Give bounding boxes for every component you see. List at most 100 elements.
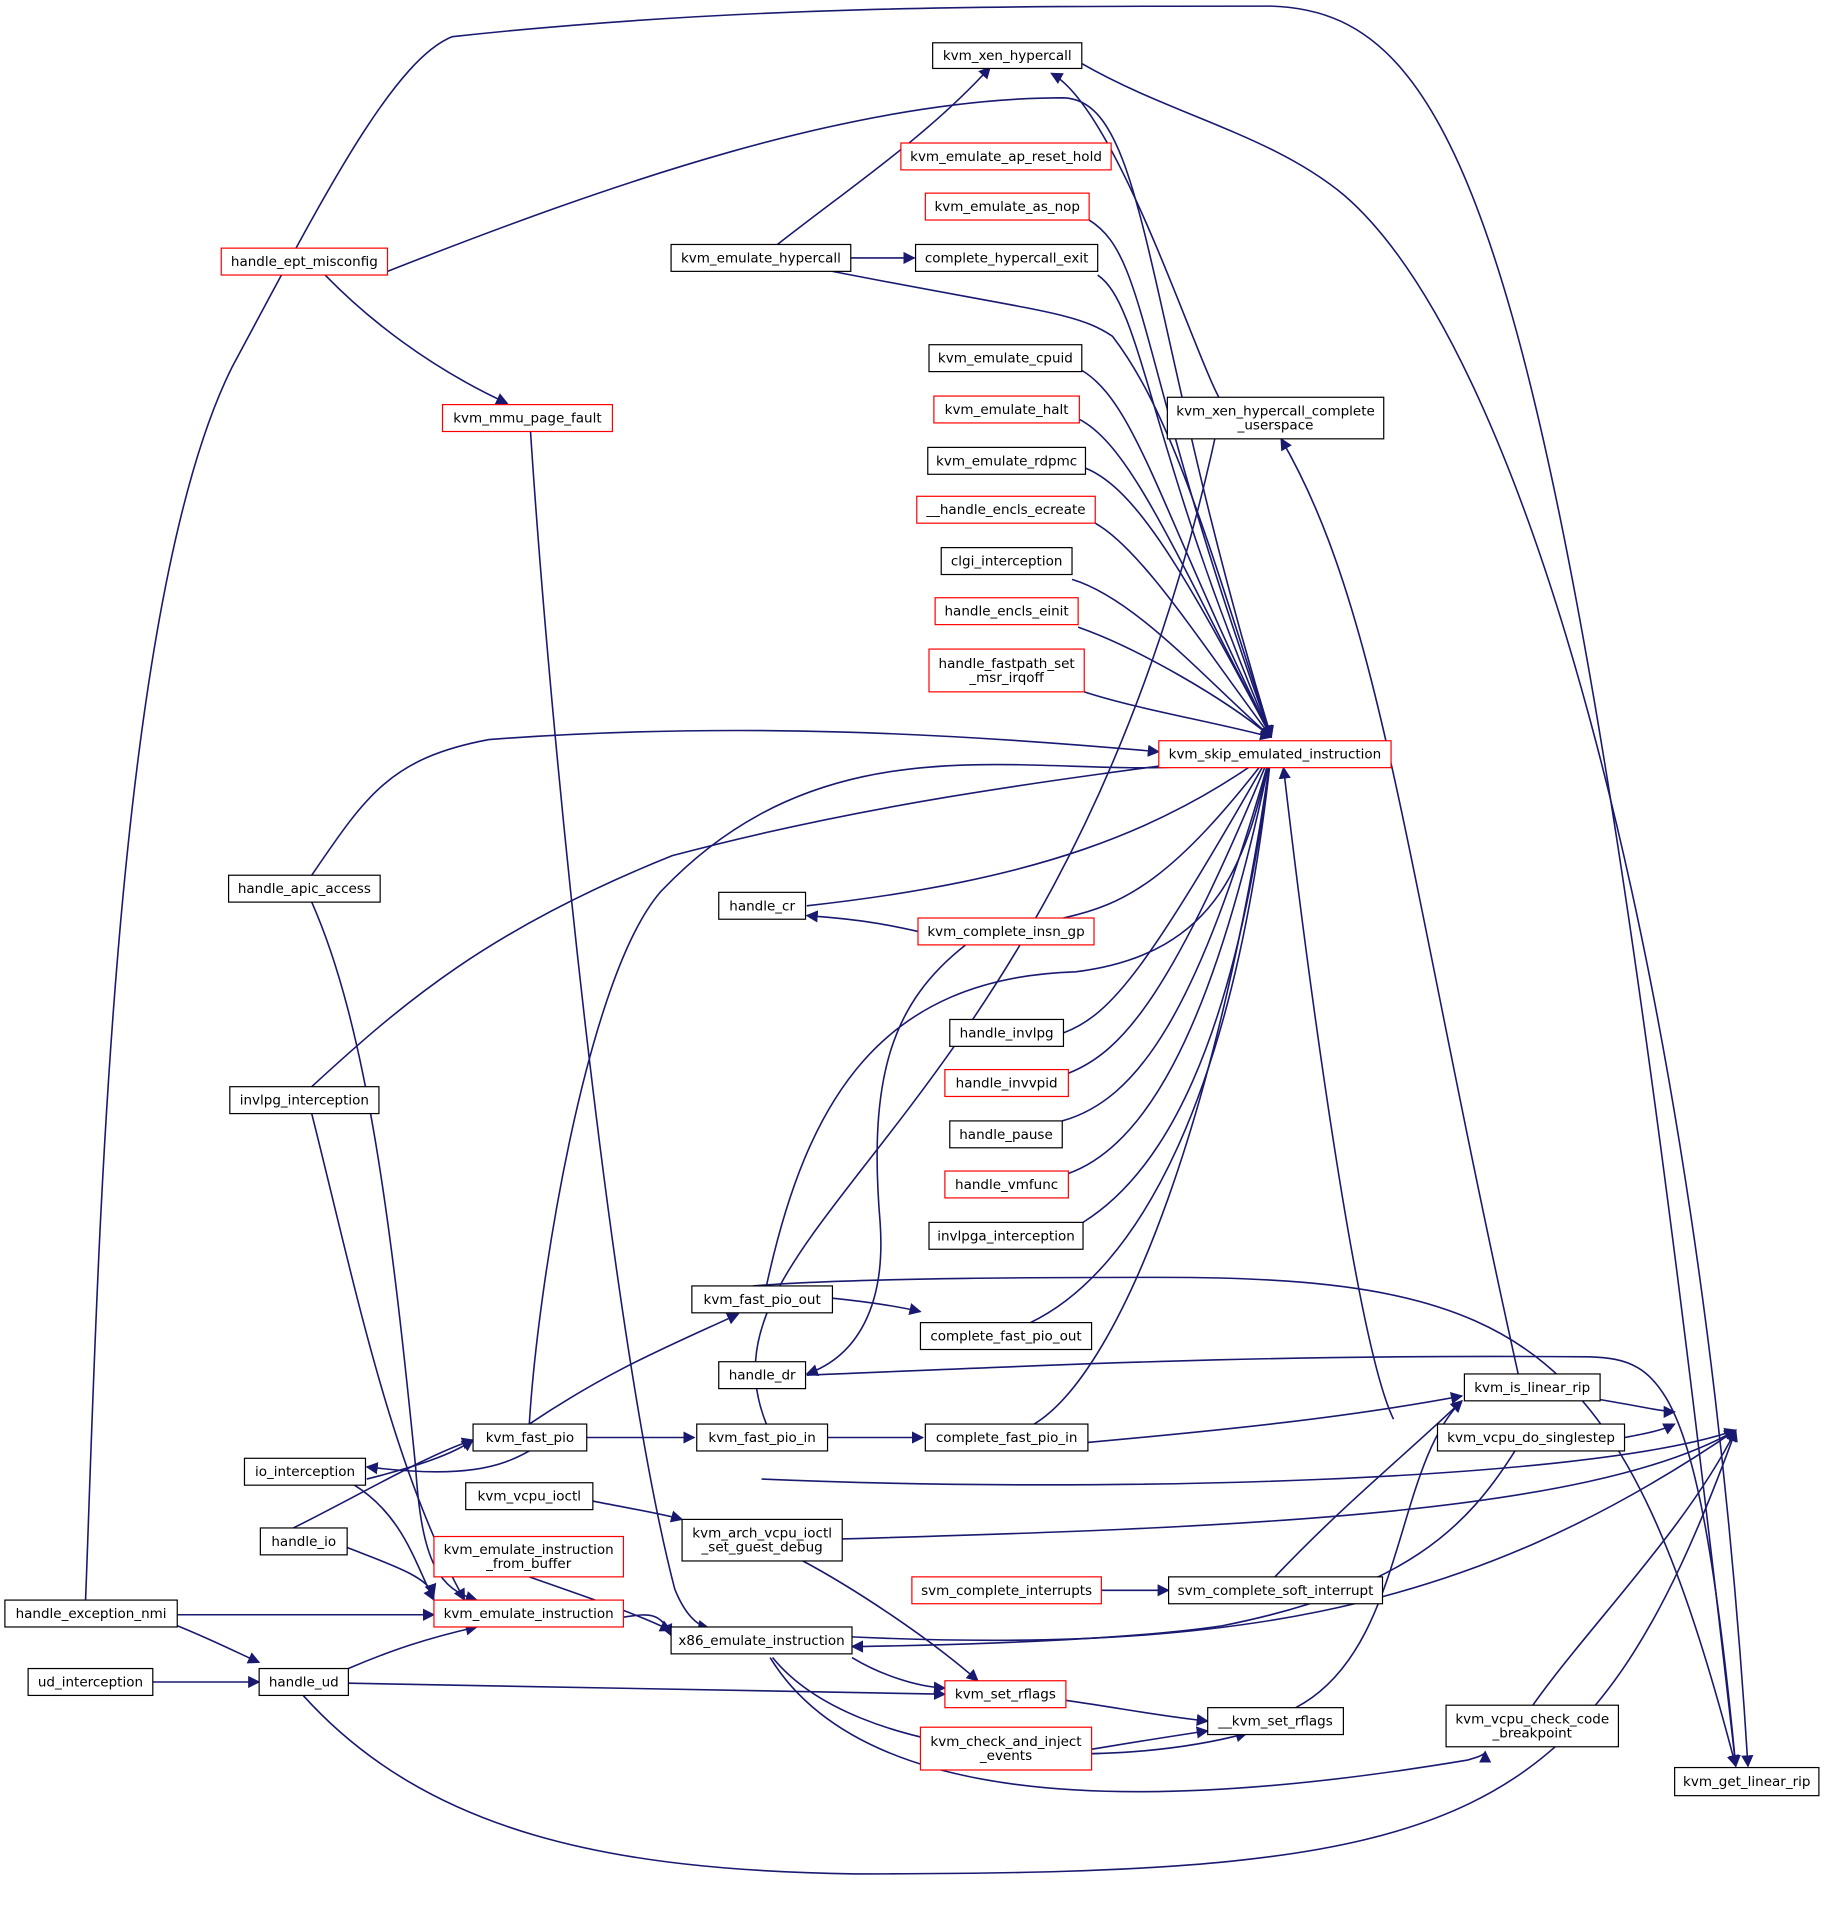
node-fastpath-msr[interactable]: handle_fastpath_set_msr_irqoff [928,648,1085,693]
node-handle-ud[interactable]: handle_ud [258,1667,349,1697]
call-edge [765,750,1275,1287]
node-handle-ept-misconfig[interactable]: handle_ept_misconfig [220,247,389,276]
node-check-code-bp[interactable]: kvm_vcpu_check_code_breakpoint [1445,1704,1620,1748]
node-label: handle_exception_nmi [16,1606,167,1622]
node-fast-pio-in[interactable]: kvm_fast_pio_in [696,1423,829,1452]
node-handle-dr[interactable]: handle_dr [718,1361,807,1390]
node-label: handle_fastpath_set [939,656,1075,672]
node---set-rflags[interactable]: __kvm_set_rflags [1207,1707,1344,1736]
node-label: svm_complete_interrupts [921,1583,1092,1599]
node-clgi[interactable]: clgi_interception [940,547,1073,576]
call-edge [832,1297,922,1316]
node-root[interactable]: kvm_get_linear_rip [1674,1766,1820,1797]
node-box [681,1518,843,1562]
node-label: io_interception [255,1464,355,1480]
call-edge [324,274,509,405]
call-edge [805,944,967,1377]
node-emu-halt[interactable]: kvm_emulate_halt [933,395,1080,424]
node-box [940,547,1073,576]
node-box [243,1457,367,1486]
node-mmu-page-fault[interactable]: kvm_mmu_page_fault [441,404,614,433]
node-handle-invvpid[interactable]: handle_invvpid [944,1068,1069,1098]
node-emu-as-nop[interactable]: kvm_emulate_as_nop [924,192,1090,221]
node-box [932,42,1083,70]
call-edge [311,729,1161,876]
call-edge [1068,750,1276,1175]
node-vcpu-ioctl[interactable]: kvm_vcpu_ioctl [465,1482,594,1511]
node-box [900,142,1112,171]
node-invlpg-interception[interactable]: invlpg_interception [229,1086,380,1115]
node-handle-cr[interactable]: handle_cr [718,891,807,920]
node-emu-rdpmc[interactable]: kvm_emulate_rdpmc [927,446,1087,475]
node-complete-insn-gp[interactable]: kvm_complete_insn_gp [917,917,1095,946]
node-label: _set_guest_debug [701,1540,823,1556]
node-handle-apic-access[interactable]: handle_apic_access [227,874,381,903]
node-encls-ecreate[interactable]: __handle_encls_ecreate [916,495,1096,524]
node-complete-fast-pio-in[interactable]: complete_fast_pio_in [924,1423,1089,1452]
node-box [917,917,1095,946]
node-box [227,874,381,903]
call-edge [1081,62,1754,1768]
call-edge [1278,766,1395,1420]
call-edge [1274,1399,1463,1578]
call-edge [310,1113,466,1602]
node-box [1158,740,1392,769]
node-handle-pause[interactable]: handle_pause [949,1120,1063,1149]
node-set-rflags[interactable]: kvm_set_rflags [944,1680,1067,1709]
node-label: kvm_xen_hypercall_complete [1176,404,1375,420]
call-edge [754,72,1224,1425]
node-is-linear-rip[interactable]: kvm_is_linear_rip [1463,1373,1601,1402]
node-box [933,395,1080,424]
node-label: kvm_vcpu_do_singlestep [1447,1430,1615,1446]
node-handle-vmfunc[interactable]: handle_vmfunc [944,1170,1069,1199]
call-edge [761,1428,1737,1486]
call-edge [1081,369,1272,739]
node-label: clgi_interception [951,554,1063,570]
node-handle-io[interactable]: handle_io [259,1527,348,1556]
call-edge [1624,1423,1676,1439]
node-x86-emulate[interactable]: x86_emulate_instruction [670,1626,853,1655]
call-edge [1087,1391,1464,1444]
node-label: kvm_arch_vcpu_ioctl [692,1526,832,1542]
node-xen-complete-user[interactable]: kvm_xen_hypercall_complete_userspace [1166,396,1385,440]
node-box [670,1626,853,1655]
node-ud-interception[interactable]: ud_interception [27,1667,154,1697]
call-edge [529,431,711,1633]
node-io-interception[interactable]: io_interception [243,1457,367,1486]
node-skip-emulated[interactable]: kvm_skip_emulated_instruction [1158,740,1392,769]
node-box [1436,1423,1626,1452]
node-check-inject-events[interactable]: kvm_check_and_inject_events [919,1726,1093,1771]
node-box [944,1680,1067,1709]
node-box [928,344,1083,373]
call-edge [1077,626,1273,738]
node-complete-hypercall-exit[interactable]: complete_hypercall_exit [914,243,1099,272]
call-edge [776,66,991,246]
node-box [718,891,807,920]
node-fast-pio-out[interactable]: kvm_fast_pio_out [691,1285,834,1314]
node-emu-hypercall[interactable]: kvm_emulate_hypercall [670,243,852,272]
node-xen-hypercall[interactable]: kvm_xen_hypercall [932,42,1083,70]
node-box [924,192,1090,221]
node-svm-complete-soft-int[interactable]: svm_complete_soft_interrupt [1167,1576,1384,1605]
call-edge [800,1559,979,1682]
node-box [441,404,614,433]
node-svm-complete-interrupts[interactable]: svm_complete_interrupts [911,1576,1102,1605]
node-emu-instruction[interactable]: kvm_emulate_instruction [433,1599,625,1628]
node-arch-set-guest-debug[interactable]: kvm_arch_vcpu_ioctl_set_guest_debug [681,1518,843,1562]
node-fast-pio[interactable]: kvm_fast_pio [472,1423,588,1452]
node-label: __handle_encls_ecreate [925,502,1085,518]
node-handle-invlpg[interactable]: handle_invlpg [949,1018,1065,1047]
node-complete-fast-pio-out[interactable]: complete_fast_pio_out [919,1322,1093,1351]
node-encls-einit[interactable]: handle_encls_einit [934,597,1079,626]
node-label: kvm_emulate_ap_reset_hold [910,149,1102,165]
node-vcpu-do-singlestep[interactable]: kvm_vcpu_do_singlestep [1436,1423,1626,1452]
node-emu-insn-from-buffer[interactable]: kvm_emulate_instruction_from_buffer [433,1535,625,1578]
node-handle-exception-nmi[interactable]: handle_exception_nmi [4,1599,178,1628]
node-label: _userspace [1237,418,1314,434]
call-edge [1082,750,1276,1224]
node-emu-ap-reset-hold[interactable]: kvm_emulate_ap_reset_hold [900,142,1112,171]
node-emu-cpuid[interactable]: kvm_emulate_cpuid [928,344,1083,373]
node-box [27,1667,154,1697]
node-invlpga[interactable]: invlpga_interception [928,1221,1084,1250]
node-label: x86_emulate_instruction [678,1633,844,1649]
